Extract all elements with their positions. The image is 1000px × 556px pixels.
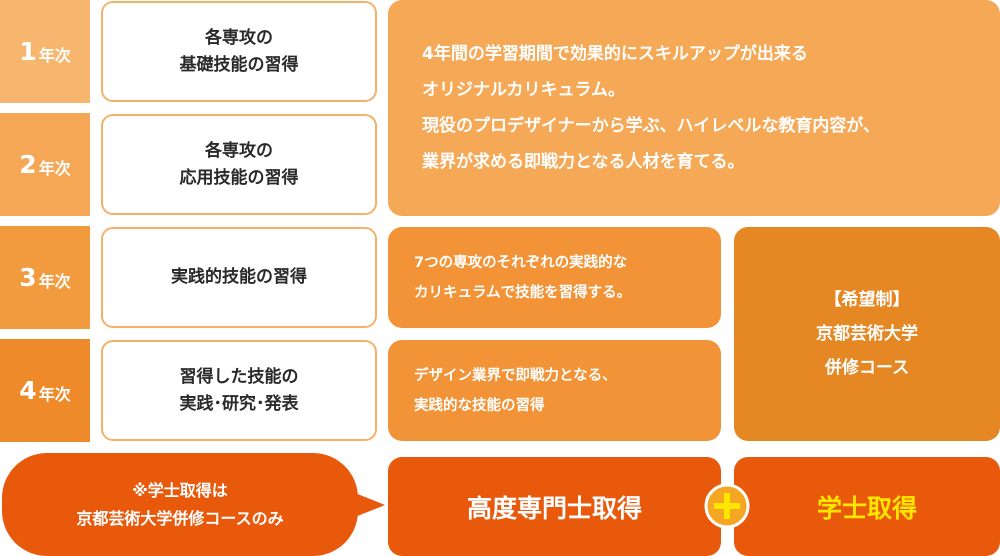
year-suffix: 年次 [38,384,71,404]
skill-box-year-3: 実践的技能の習得 [101,227,377,328]
note-bubble: ※学士取得は 京都芸術大学併修コースのみ [0,453,390,556]
year-number: 1 [19,37,37,66]
outcome-extra-box: 学士取得 [734,457,1000,556]
outcome-extra-text: 学士取得 [816,493,917,523]
skill-text-line: 各専攻の [205,140,273,161]
optional-course-line: 京都芸術大学 [816,324,918,344]
bubble-shape [2,453,385,556]
year-3-description-panel: 7つの専攻のそれぞれの実践的な カリキュラムで技能を習得する。 [388,227,721,328]
note-line: 京都芸術大学併修コースのみ [76,508,284,528]
outcome-main-box: 高度専門士取得 [388,457,721,556]
description-line: カリキュラムで技能を習得する。 [414,284,632,301]
year-suffix: 年次 [38,271,71,291]
optional-course-heading: 【希望制】 [824,290,910,310]
skill-text-line: 習得した技能の [179,366,299,387]
skill-text-line: 実践･研究･発表 [179,393,299,414]
year-4-description-panel: デザイン業界で即戦力となる、 実践的な技能の習得 [388,340,721,441]
description-line: 実践的な技能の習得 [414,397,545,414]
note-line: ※学士取得は [132,480,228,500]
year-number: 4 [19,376,37,405]
optional-course-line: 併修コース [824,358,910,378]
year-number: 2 [19,150,37,179]
description-line: 7つの専攻のそれぞれの実践的な [414,254,628,271]
year-suffix: 年次 [38,158,71,178]
description-line: 4年間の学習期間で効果的にスキルアップが出来る [422,44,808,64]
description-line: 業界が求める即戦力となる人材を育てる。 [422,152,745,172]
skill-text-line: 実践的技能の習得 [171,267,307,287]
description-line: オリジナルカリキュラム。 [422,80,625,100]
description-line: デザイン業界で即戦力となる、 [414,367,617,384]
curriculum-description-panel: 4年間の学習期間で効果的にスキルアップが出来る オリジナルカリキュラム。 現役の… [388,0,1000,216]
year-suffix: 年次 [38,45,71,65]
skill-box-year-4: 習得した技能の 実践･研究･発表 [101,340,377,441]
outcome-main-text: 高度専門士取得 [466,493,642,523]
skill-text-line: 各専攻の [205,27,273,48]
skill-text-line: 応用技能の習得 [179,167,299,188]
optional-course-panel: 【希望制】 京都芸術大学 併修コース [734,227,1000,441]
skill-text-line: 基礎技能の習得 [179,54,299,75]
skill-box-year-2: 各専攻の 応用技能の習得 [101,114,377,215]
skill-box-year-1: 各専攻の 基礎技能の習得 [101,1,377,102]
description-line: 現役のプロデザイナーから学ぶ、ハイレベルな教育内容が、 [422,116,880,136]
year-number: 3 [19,263,37,292]
plus-icon [704,483,750,529]
